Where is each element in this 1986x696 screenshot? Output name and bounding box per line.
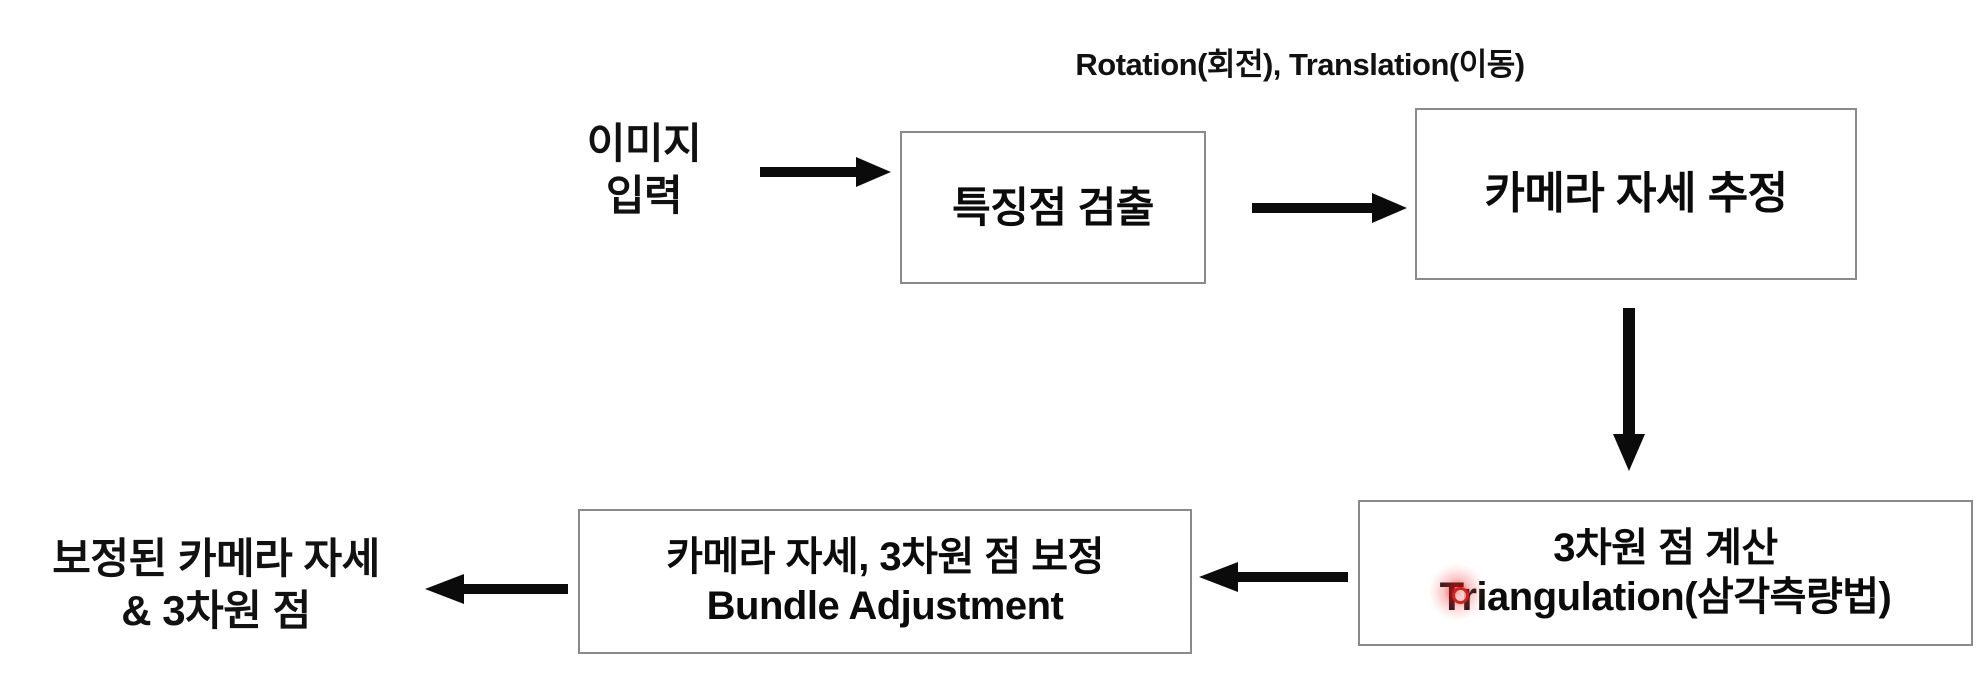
image-input-line-1: 이미지	[586, 120, 702, 167]
image-input-line-2: 입력	[605, 172, 683, 220]
image-input-label: 이미지 입력	[586, 118, 702, 222]
node-triangulation[interactable]: 3차원 점 계산 Triangulation(삼각측량법)	[1358, 500, 1973, 646]
bundle-adjustment-line-2: Bundle Adjustment	[706, 583, 1064, 628]
refined-output-line-2: & 3차원 점	[121, 587, 311, 635]
arrow-pose-estimation-to-triangulation	[1612, 308, 1646, 472]
node-feature-detection[interactable]: 특징점 검출	[900, 131, 1206, 284]
rotation-translation-annotation: Rotation(회전), Translation(이동)	[1075, 46, 1525, 84]
arrow-triangulation-to-bundle-adjustment	[1198, 560, 1348, 594]
refined-output-line-1: 보정된 카메라 자세	[52, 535, 380, 582]
node-camera-pose-estimation[interactable]: 카메라 자세 추정	[1415, 108, 1857, 280]
arrow-image-input-to-feature-detection	[760, 155, 892, 189]
arrow-feature-detection-to-pose-estimation	[1252, 191, 1408, 225]
triangulation-line-2: Triangulation(삼각측량법)	[1439, 575, 1892, 619]
bundle-adjustment-line-1: 카메라 자세, 3차원 점 보정	[666, 534, 1104, 579]
refined-output-label: 보정된 카메라 자세 & 3차원 점	[52, 533, 380, 637]
node-bundle-adjustment[interactable]: 카메라 자세, 3차원 점 보정 Bundle Adjustment	[578, 509, 1192, 654]
arrow-bundle-adjustment-to-refined-output	[424, 572, 568, 606]
rotation-translation-text: Rotation(회전), Translation(이동)	[1075, 47, 1525, 82]
triangulation-line-1: 3차원 점 계산	[1553, 526, 1778, 571]
feature-detection-label: 특징점 검출	[952, 183, 1154, 231]
camera-pose-estimation-label: 카메라 자세 추정	[1484, 169, 1788, 219]
